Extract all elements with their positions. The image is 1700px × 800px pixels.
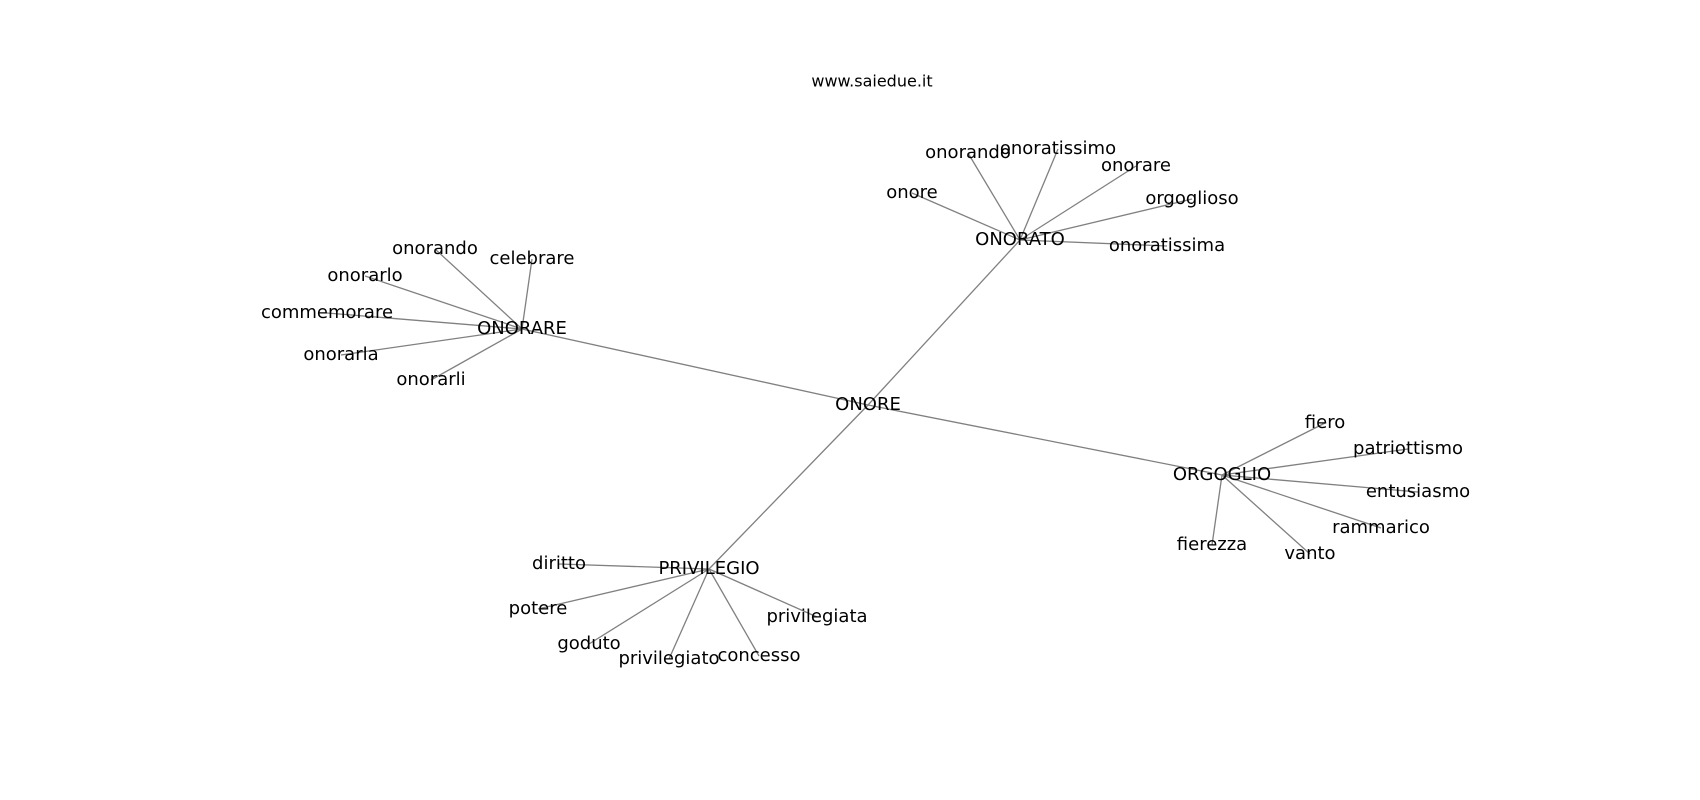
- node-labels: www.saiedue.it ONOREONORATOonorandoonora…: [261, 72, 1470, 670]
- edge-center-hub: [521, 328, 869, 406]
- edge-center-hub: [708, 404, 869, 570]
- edge-hub-leaf: [708, 568, 818, 618]
- edge-center-hub: [867, 239, 1021, 406]
- edge-hub-leaf: [1221, 422, 1326, 476]
- leaf-node-label: commemorare: [261, 302, 393, 323]
- leaf-node-label: onorarla: [303, 344, 378, 365]
- edge-hub-leaf: [558, 563, 710, 570]
- edge-hub-leaf: [521, 258, 533, 330]
- leaf-node-label: diritto: [532, 553, 586, 574]
- leaf-node-label: rammarico: [1332, 517, 1430, 538]
- edge-hub-leaf: [1221, 474, 1419, 493]
- edge-hub-leaf: [1221, 448, 1409, 476]
- hub-node-label: PRIVILEGIO: [658, 558, 759, 579]
- edge-hub-leaf: [1019, 165, 1137, 241]
- edge-hub-leaf: [340, 328, 523, 356]
- edge-hub-leaf: [1019, 239, 1168, 247]
- leaf-node-label: onore: [886, 182, 938, 203]
- hub-node-label: ONORARE: [477, 318, 567, 339]
- leaf-node-label: onorando: [392, 238, 478, 259]
- edge-hub-leaf: [1019, 198, 1193, 241]
- leaf-node-label: goduto: [557, 633, 620, 654]
- hub-node-label: ORGOGLIO: [1173, 464, 1271, 485]
- edge-hub-leaf: [708, 568, 760, 657]
- edge-hub-leaf: [434, 248, 523, 330]
- edge-hub-leaf: [537, 568, 710, 610]
- edges: [326, 148, 1419, 660]
- leaf-node-label: fiero: [1305, 412, 1345, 433]
- edge-hub-leaf: [1211, 474, 1223, 546]
- leaf-node-label: fierezza: [1177, 534, 1247, 555]
- leaf-node-label: privilegiato: [618, 648, 719, 669]
- edge-center-hub: [867, 404, 1223, 476]
- edge-hub-leaf: [1221, 474, 1311, 555]
- edge-hub-leaf: [1221, 474, 1382, 529]
- leaf-node-label: onoratissima: [1109, 235, 1225, 256]
- leaf-node-label: concesso: [717, 645, 800, 666]
- leaf-node-label: vanto: [1284, 543, 1335, 564]
- leaf-node-label: privilegiata: [766, 606, 867, 627]
- leaf-node-label: patriottismo: [1353, 438, 1463, 459]
- leaf-node-label: orgoglioso: [1145, 188, 1238, 209]
- watermark: www.saiedue.it: [811, 72, 932, 91]
- leaf-node-label: potere: [509, 598, 568, 619]
- edge-hub-leaf: [668, 568, 710, 660]
- leaf-node-label: onorarlo: [327, 265, 402, 286]
- edge-hub-leaf: [326, 312, 523, 330]
- edge-hub-leaf: [911, 192, 1021, 241]
- edge-hub-leaf: [1019, 148, 1059, 241]
- hub-node-label: ONORATO: [975, 229, 1065, 250]
- leaf-node-label: celebrare: [490, 248, 575, 269]
- edge-hub-leaf: [430, 328, 523, 381]
- leaf-node-label: onoratissimo: [1000, 138, 1116, 159]
- leaf-node-label: onorando: [925, 142, 1011, 163]
- center-node-label: ONORE: [835, 394, 901, 415]
- edge-hub-leaf: [588, 568, 710, 645]
- edge-hub-leaf: [364, 275, 523, 330]
- leaf-node-label: onorarli: [396, 369, 465, 390]
- leaf-node-label: onorare: [1101, 155, 1171, 176]
- leaf-node-label: entusiasmo: [1366, 481, 1470, 502]
- edge-hub-leaf: [967, 152, 1021, 241]
